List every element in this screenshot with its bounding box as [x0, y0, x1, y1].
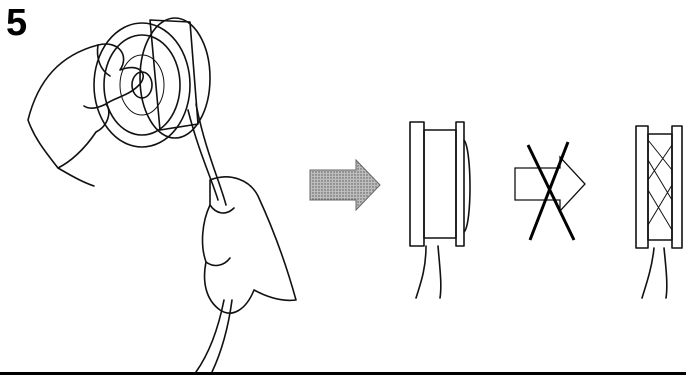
spool-incorrect-icon — [636, 126, 682, 298]
bottom-divider — [0, 372, 686, 375]
arrow-correct-icon — [310, 160, 380, 210]
hands-spool-icon — [28, 18, 296, 372]
cross-icon — [528, 142, 574, 240]
arrow-incorrect-icon — [515, 157, 585, 211]
spool-correct-icon — [410, 122, 470, 298]
